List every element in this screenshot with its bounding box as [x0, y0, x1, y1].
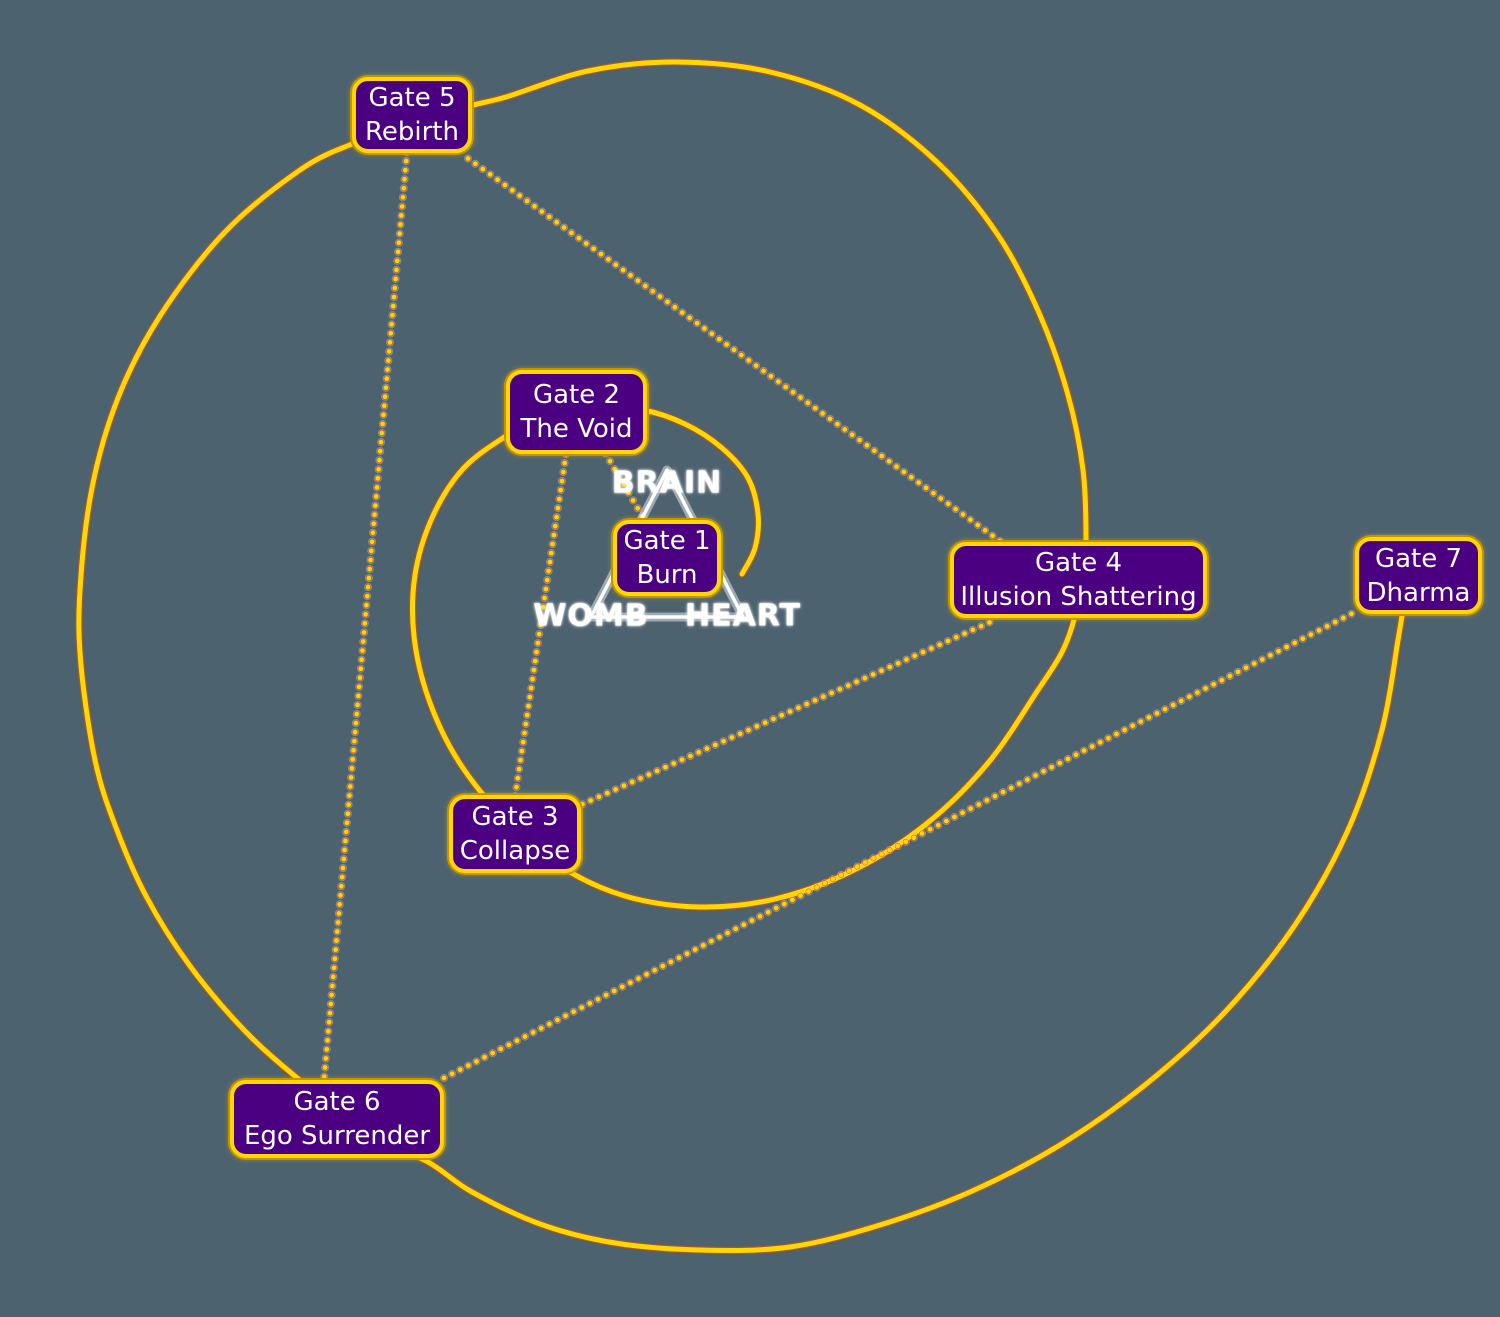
gate-3-number: Gate 3 [471, 802, 559, 832]
gate-6-number: Gate 6 [293, 1087, 381, 1117]
dotted-connector-4-5 [463, 154, 1003, 544]
gate-node-3: Gate 3 Collapse [449, 795, 581, 873]
gate-node-4: Gate 4 Illusion Shattering [950, 542, 1207, 618]
spiral-path [76, 59, 1405, 1253]
gate-7-number: Gate 7 [1374, 543, 1463, 574]
gate-node-7: Gate 7 Dharma [1355, 537, 1482, 614]
dotted-connector-3-4 [571, 617, 998, 811]
gate-node-1: Gate 1 Burn [613, 520, 721, 596]
heart-label: HEART [684, 598, 802, 634]
womb-label: WOMB [533, 598, 649, 634]
dotted-connectors [320, 148, 1361, 1084]
gate-4-name: Illusion Shattering [960, 582, 1197, 612]
gate-node-6: Gate 6 Ego Surrender [230, 1080, 444, 1158]
gate-2-name: The Void [520, 414, 633, 444]
dotted-connector-2-3 [512, 451, 569, 800]
gate-1-name: Burn [636, 560, 698, 590]
gate-3-name: Collapse [459, 836, 571, 866]
gate-4-number: Gate 4 [1034, 548, 1123, 578]
dotted-connector-5-6 [321, 149, 410, 1083]
gate-6-name: Ego Surrender [243, 1121, 431, 1151]
gate-node-2: Gate 2 The Void [506, 370, 647, 454]
gate-7-name: Dharma [1366, 577, 1471, 608]
gate-5-number: Gate 5 [368, 83, 456, 113]
brain-label: BRAIN [611, 465, 723, 501]
dotted-connector-1-2 [601, 448, 650, 527]
gate-5-name: Rebirth [365, 117, 459, 147]
gate-node-5: Gate 5 Rebirth [352, 77, 472, 153]
gate-1-number: Gate 1 [623, 526, 711, 556]
dotted-connector-6-7 [441, 608, 1360, 1081]
spiral-path-fringe [75, 58, 1406, 1255]
gate-2-number: Gate 2 [532, 380, 621, 410]
